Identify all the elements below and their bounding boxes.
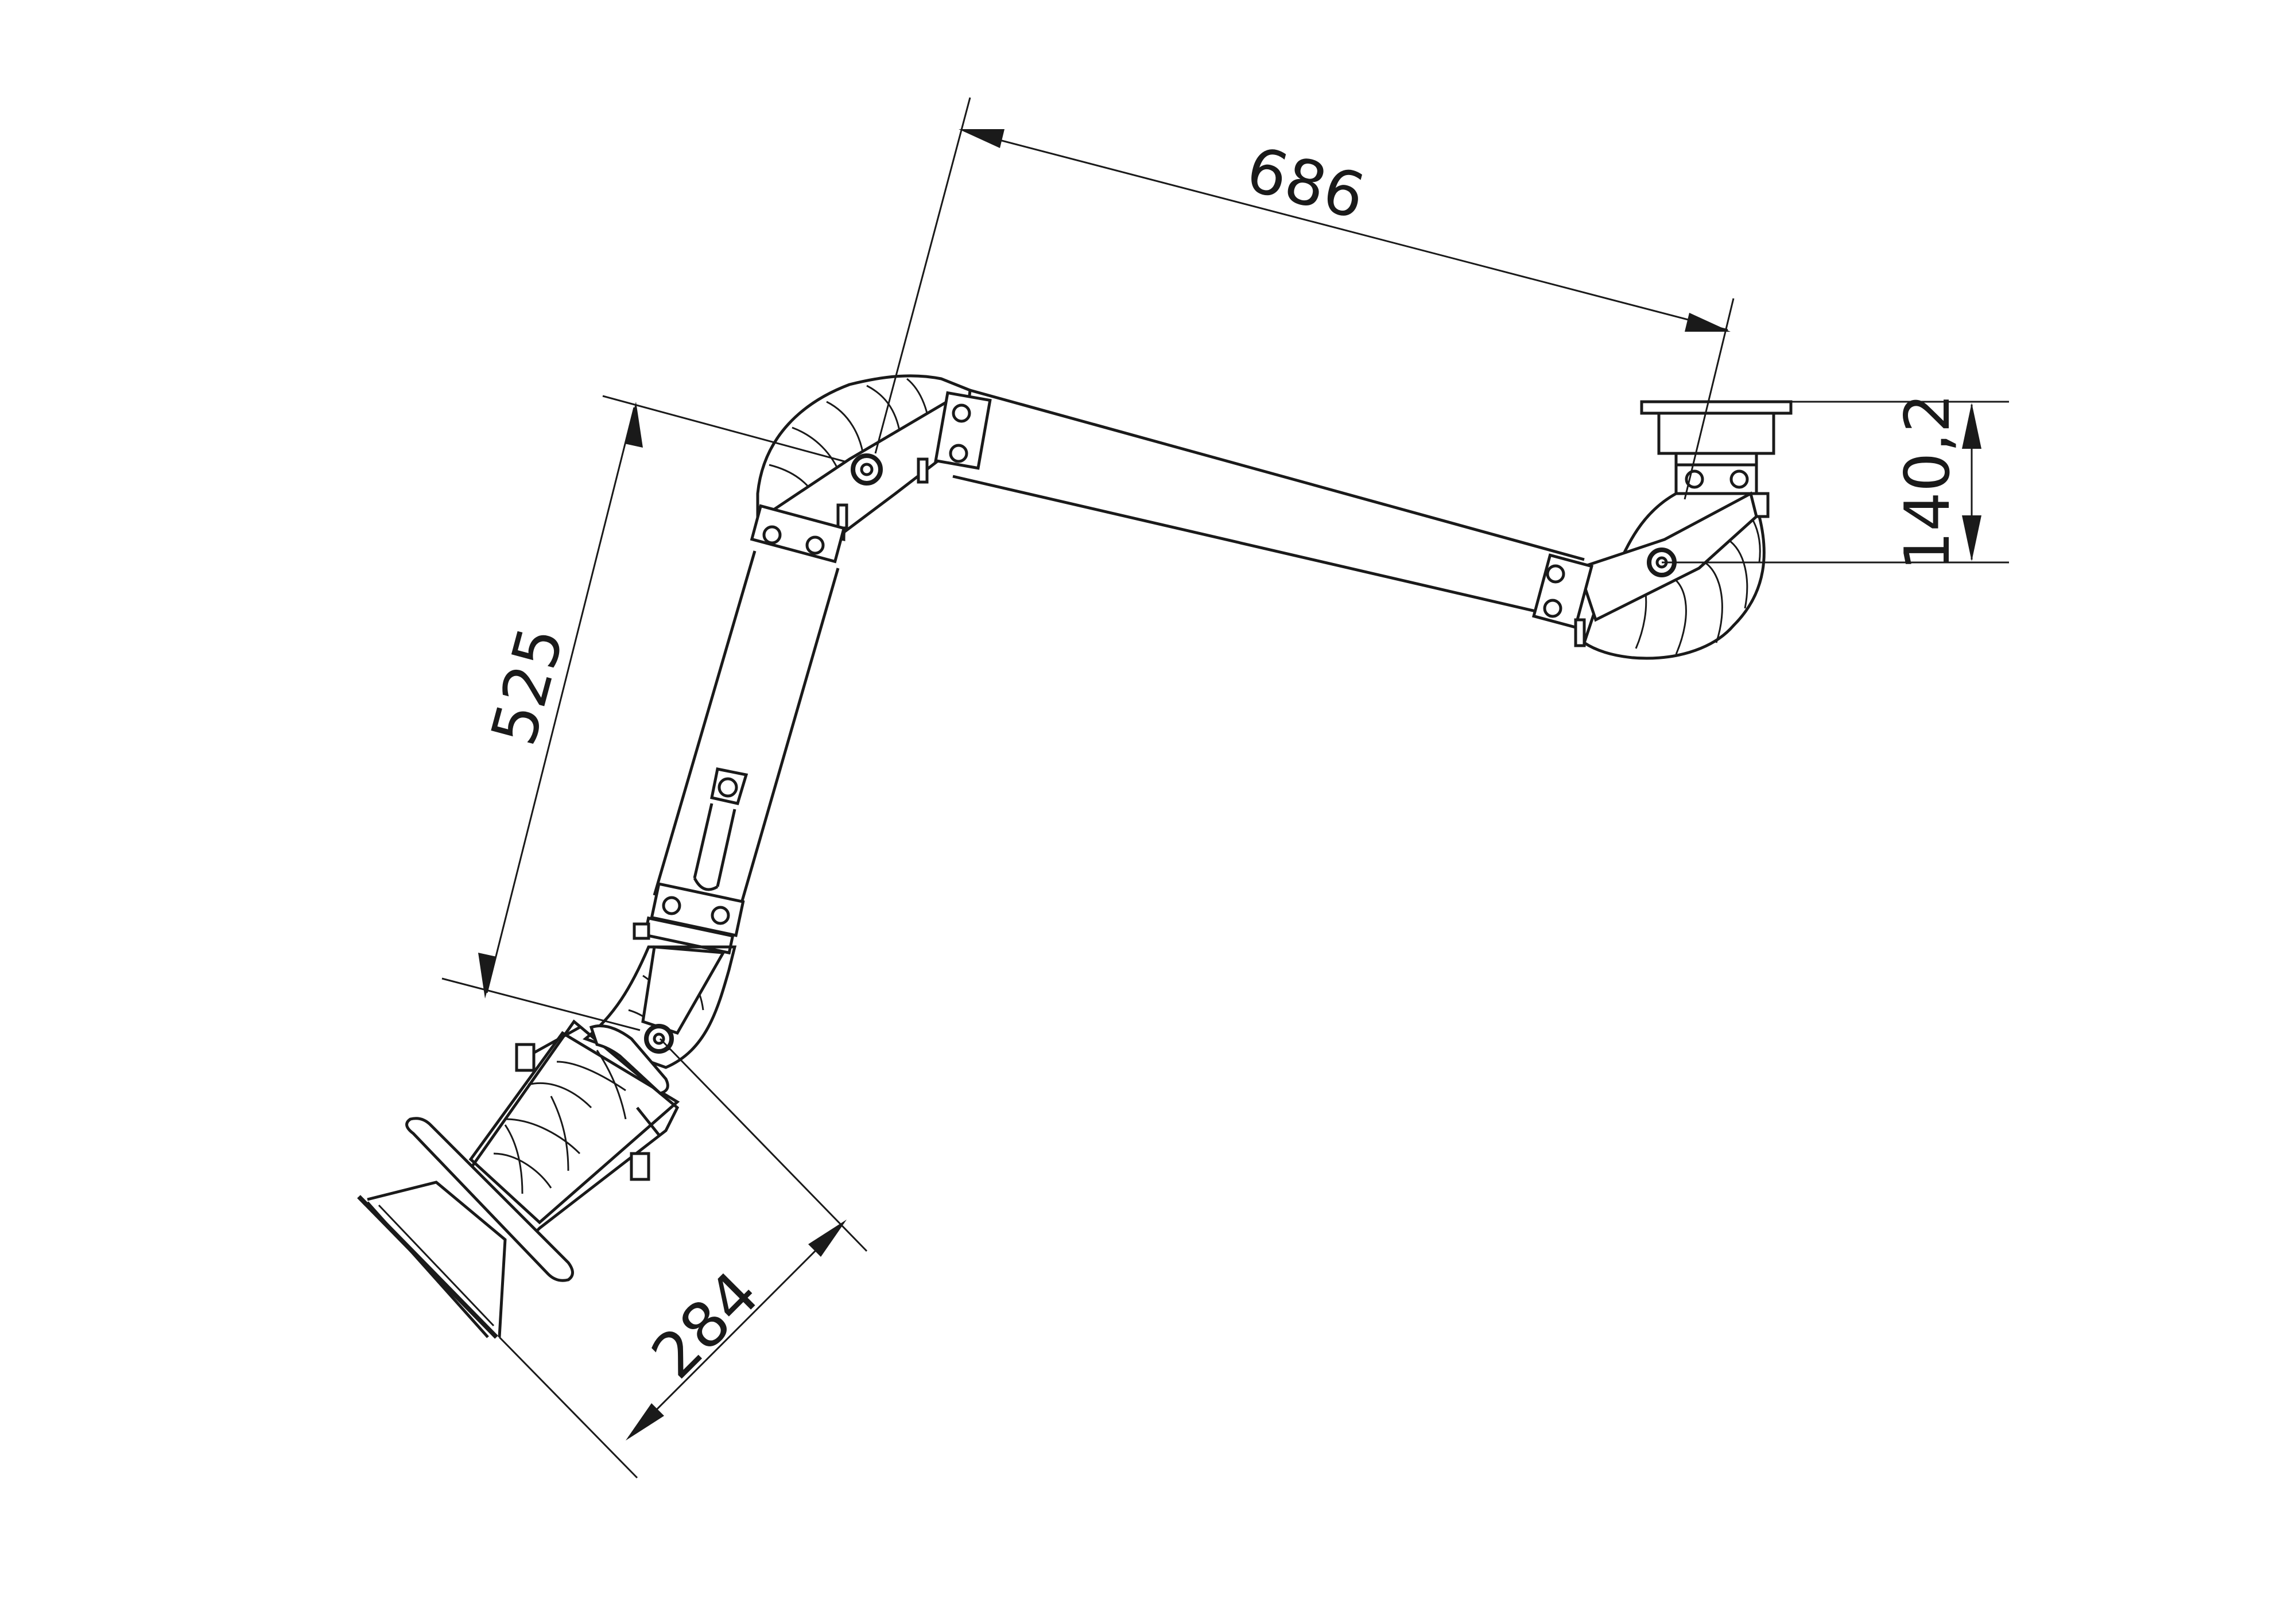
lower-joint-bracket [633, 882, 745, 955]
lower-arm-tube [653, 504, 846, 907]
ceiling-mount [1640, 400, 1793, 495]
hood-frame [463, 1019, 680, 1242]
gas-spring [693, 767, 748, 891]
dim-284-label: 284 [638, 1258, 773, 1392]
dim-686-label: 686 [1239, 134, 1372, 234]
hood-hose [468, 1031, 680, 1225]
dim-140-2-label: 140,2 [1892, 393, 1964, 570]
shoulder-joint-bracket [755, 391, 992, 547]
dim-686: 686 [874, 97, 1735, 500]
dim-140-2: 140,2 [1662, 393, 2009, 571]
hood-handle [405, 1024, 669, 1282]
dim-525-label: 525 [478, 620, 578, 752]
hood-cone [357, 1181, 507, 1339]
upper-arm-right-bracket [1531, 553, 1594, 647]
mount-joint-bracket [1576, 491, 1758, 622]
mount-elbow-hose [1583, 492, 1770, 660]
upper-arm-tube [952, 389, 1585, 622]
